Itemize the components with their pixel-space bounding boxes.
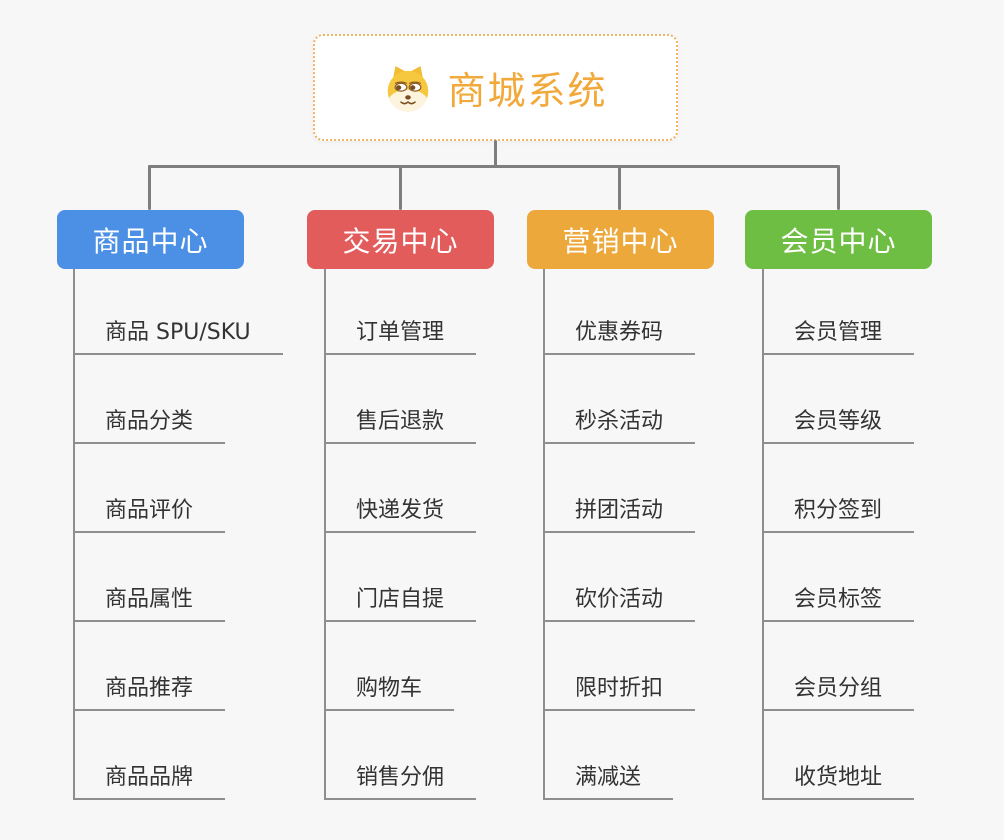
leaf-topic[interactable]: 商品品牌 [73, 711, 226, 800]
root-topic-title: 商城系统 [447, 69, 608, 113]
leaf-topic[interactable]: 限时折扣 [543, 622, 696, 711]
children-member-center: 会员管理 会员等级 积分签到 会员标签 会员分组 收货地址 [762, 269, 915, 800]
root-topic[interactable]: 商城系统 [313, 34, 678, 141]
connector-rail [148, 165, 840, 168]
leaf-topic[interactable]: 会员等级 [762, 355, 915, 444]
leaf-topic[interactable]: 门店自提 [324, 533, 477, 622]
leaf-topic[interactable]: 会员分组 [762, 622, 915, 711]
connector-root-drop [494, 140, 497, 168]
children-trade-center: 订单管理 售后退款 快递发货 门店自提 购物车 销售分佣 [324, 269, 477, 800]
connector-drop-marketing [618, 165, 621, 210]
connector-drop-product [148, 165, 151, 210]
leaf-topic[interactable]: 砍价活动 [543, 533, 696, 622]
leaf-topic[interactable]: 订单管理 [324, 269, 477, 355]
leaf-topic[interactable]: 积分签到 [762, 444, 915, 533]
branch-trade-center[interactable]: 交易中心 [307, 210, 494, 269]
leaf-topic[interactable]: 秒杀活动 [543, 355, 696, 444]
children-marketing-center: 优惠券码 秒杀活动 拼团活动 砍价活动 限时折扣 满减送 [543, 269, 696, 800]
leaf-topic[interactable]: 售后退款 [324, 355, 477, 444]
leaf-topic[interactable]: 优惠券码 [543, 269, 696, 355]
branch-label: 商品中心 [92, 224, 209, 258]
leaf-topic[interactable]: 销售分佣 [324, 711, 477, 800]
leaf-topic[interactable]: 商品推荐 [73, 622, 226, 711]
leaf-topic[interactable]: 快递发货 [324, 444, 477, 533]
leaf-topic[interactable]: 购物车 [324, 622, 455, 711]
branch-member-center[interactable]: 会员中心 [745, 210, 932, 269]
leaf-topic[interactable]: 拼团活动 [543, 444, 696, 533]
connector-drop-trade [399, 165, 402, 210]
connector-drop-member [837, 165, 840, 210]
leaf-topic[interactable]: 会员标签 [762, 533, 915, 622]
leaf-topic[interactable]: 会员管理 [762, 269, 915, 355]
doge-icon [388, 65, 429, 111]
leaf-topic[interactable]: 收货地址 [762, 711, 915, 800]
leaf-topic[interactable]: 满减送 [543, 711, 674, 800]
leaf-topic[interactable]: 商品评价 [73, 444, 226, 533]
branch-product-center[interactable]: 商品中心 [57, 210, 244, 269]
children-product-center: 商品 SPU/SKU 商品分类 商品评价 商品属性 商品推荐 商品品牌 [73, 269, 283, 800]
branch-marketing-center[interactable]: 营销中心 [527, 210, 714, 269]
leaf-topic[interactable]: 商品属性 [73, 533, 226, 622]
branch-label: 会员中心 [780, 224, 897, 258]
branch-label: 营销中心 [562, 224, 679, 258]
leaf-topic[interactable]: 商品分类 [73, 355, 226, 444]
leaf-topic[interactable]: 商品 SPU/SKU [73, 269, 283, 355]
branch-label: 交易中心 [342, 224, 459, 258]
